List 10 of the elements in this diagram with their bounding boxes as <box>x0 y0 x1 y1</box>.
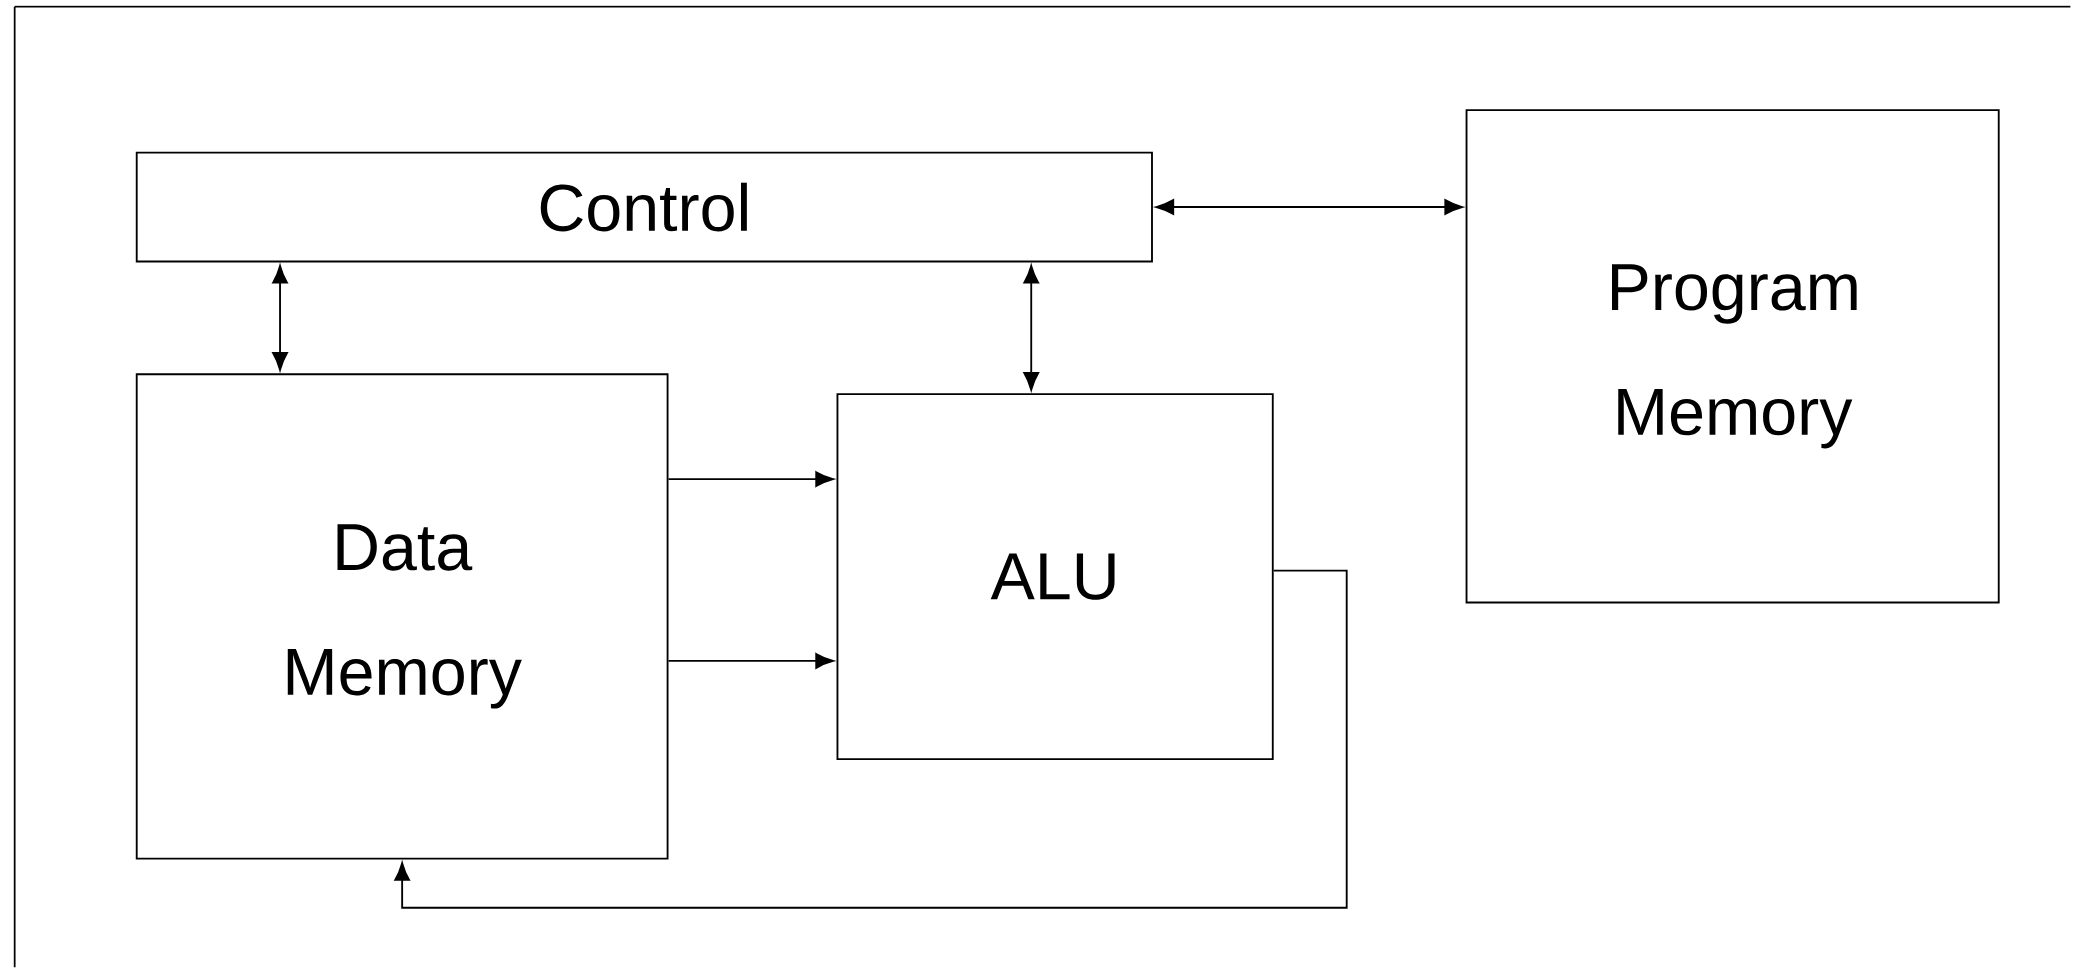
arrow <box>667 471 834 488</box>
block-box: ALU <box>836 393 1274 761</box>
arrow <box>272 265 288 371</box>
arrow <box>667 653 834 670</box>
block-box: Control <box>135 151 1153 263</box>
arrow <box>1023 265 1040 391</box>
block-box: Data Memory <box>135 373 669 860</box>
arrow <box>1155 199 1463 216</box>
arrow <box>394 570 1348 909</box>
block-box: Program Memory <box>1465 109 2000 604</box>
